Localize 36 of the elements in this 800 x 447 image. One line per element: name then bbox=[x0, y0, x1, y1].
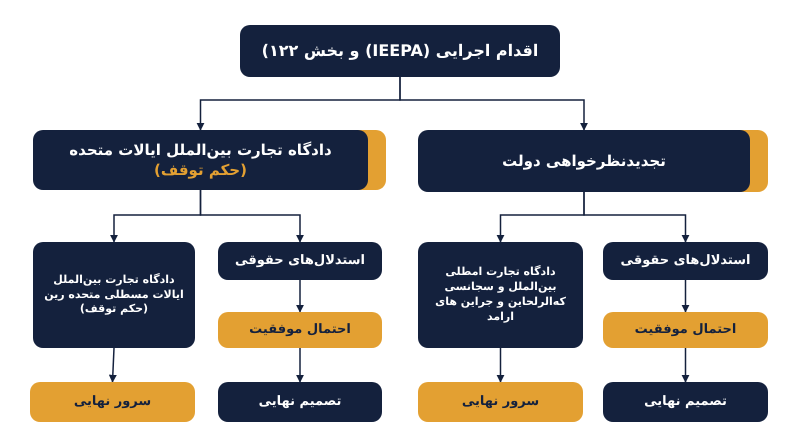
arrow bbox=[296, 348, 304, 383]
court-box bbox=[33, 130, 368, 190]
box-title: دادگاه تجارت بین‌الملل ایالات مسطلی متحده رین (حکم توقف) bbox=[43, 272, 185, 318]
result-box bbox=[30, 382, 195, 422]
arrow bbox=[496, 348, 504, 383]
result-box bbox=[218, 382, 382, 422]
box-title: سرور نهایی bbox=[74, 393, 152, 411]
box-title: دادگاه تجارت امطلی بین‌الملل و سجانسی که‌الر‌لحاین و جراین های ارامد bbox=[434, 265, 567, 325]
step-box bbox=[603, 312, 768, 348]
arrow bbox=[108, 348, 117, 383]
arrow bbox=[583, 192, 690, 243]
arrow bbox=[399, 77, 588, 131]
box-title: تجدیدنظرخواهی دولت bbox=[502, 150, 666, 172]
court-box bbox=[33, 242, 195, 348]
box-title: تصمیم نهایی bbox=[258, 393, 342, 411]
box-title: استدلال‌های حقوقی bbox=[620, 252, 750, 270]
box-title: استدلال‌های حقوقی bbox=[235, 252, 365, 270]
arrow bbox=[296, 280, 304, 313]
appeal-box bbox=[418, 130, 750, 192]
box-title: احتمال موفقیت bbox=[249, 321, 351, 339]
box-title: دادگاه تجارت بین‌الملل ایالات متحده bbox=[69, 140, 332, 160]
title-box bbox=[240, 25, 560, 77]
result-box bbox=[418, 382, 583, 422]
step-box bbox=[218, 312, 382, 348]
arrow bbox=[682, 280, 690, 313]
court-box bbox=[418, 242, 583, 348]
step-box bbox=[218, 242, 382, 280]
box-title: اقدام اجرایی (IEEPA) و بخش ۱۲۲) bbox=[262, 40, 538, 62]
box-subtitle: (حکم توقف) bbox=[154, 160, 247, 180]
result-box bbox=[603, 382, 768, 422]
box-title: احتمال موفقیت bbox=[634, 321, 736, 339]
arrow bbox=[200, 190, 304, 243]
arrow bbox=[682, 348, 690, 383]
box-title: سرور نهایی bbox=[462, 393, 540, 411]
step-box bbox=[603, 242, 768, 280]
box-title: تصمیم نهایی bbox=[644, 393, 727, 411]
